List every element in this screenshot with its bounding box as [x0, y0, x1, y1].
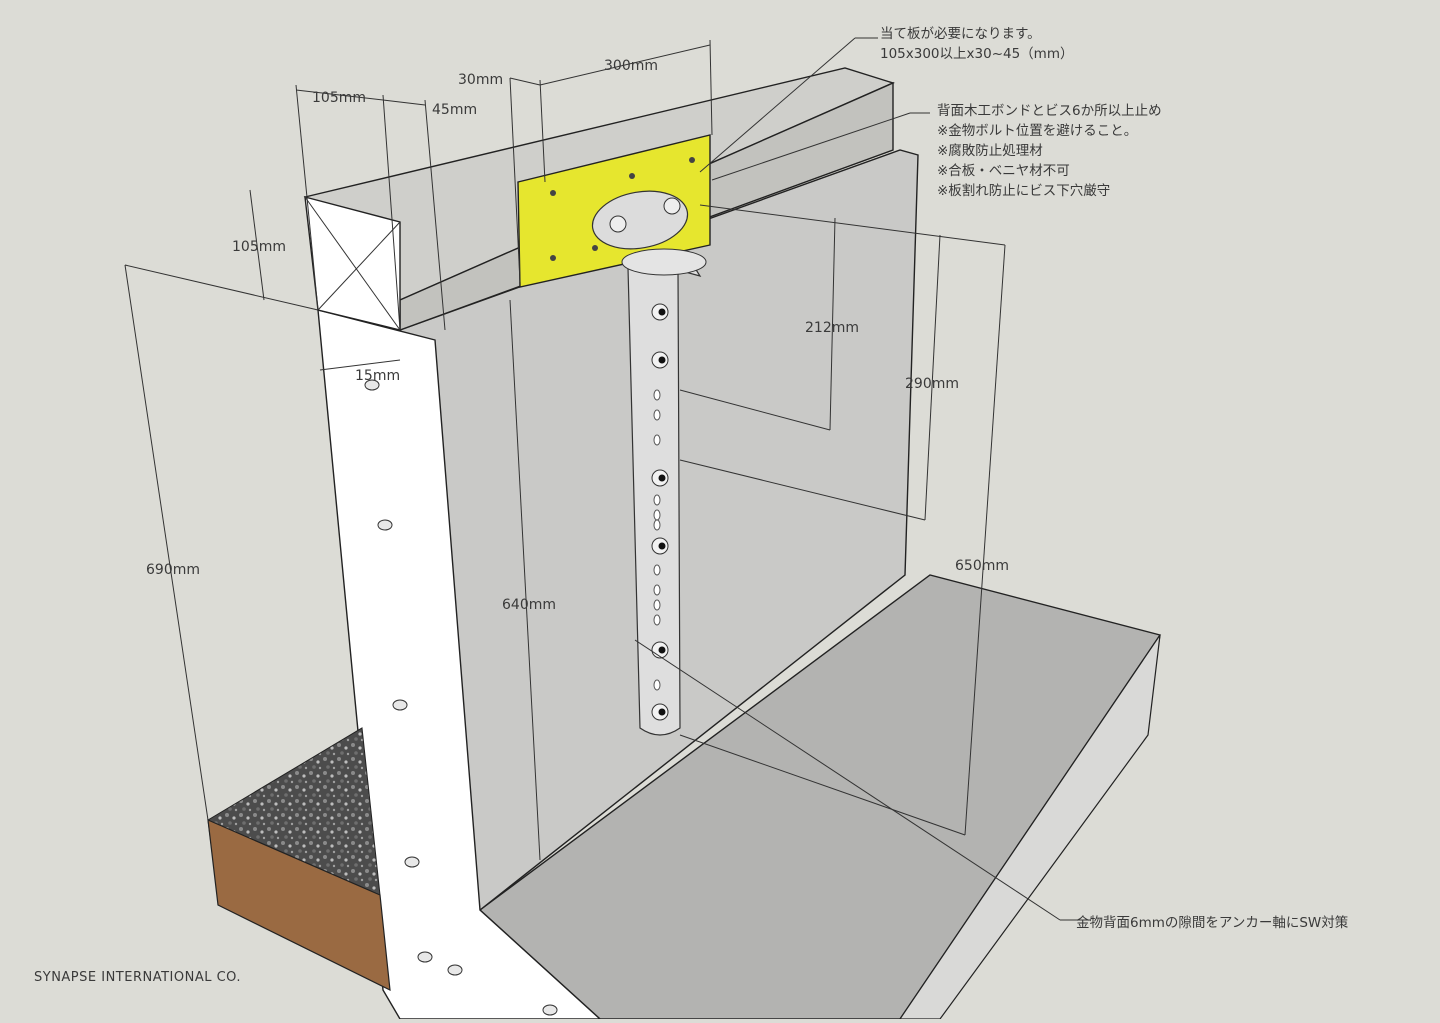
bolt-nut — [658, 542, 666, 550]
strap-hole — [653, 584, 661, 596]
dimension-lines — [124, 37, 1090, 921]
note-adhesive-line2: ※金物ボルト位置を避けること。 — [937, 123, 1137, 139]
rebar-stub — [447, 964, 463, 976]
vertical-strap — [627, 259, 702, 736]
dim-105-top: 105mm — [312, 90, 366, 106]
dim-30: 30mm — [458, 72, 503, 88]
strap-hole — [653, 409, 661, 421]
strap-hole — [653, 389, 661, 401]
screw-hole — [550, 255, 556, 261]
note-backing-line2: 105x300以上x30~45（mm） — [880, 46, 1073, 62]
rebar-stub — [404, 856, 420, 868]
dim-650: 650mm — [955, 558, 1009, 574]
note-adhesive-line4: ※合板・ベニヤ材不可 — [937, 163, 1070, 179]
screw-hole — [689, 157, 695, 163]
rebar-stub — [377, 519, 393, 531]
rebar-stub — [542, 1004, 558, 1016]
beam-section-cross-b — [317, 221, 401, 311]
dim-690: 690mm — [146, 562, 200, 578]
rebar-stub — [392, 699, 408, 711]
strap-hole — [653, 614, 661, 626]
strap-holes — [364, 379, 661, 1016]
dim-15: 15mm — [355, 368, 400, 384]
bolt-nut — [658, 646, 666, 654]
screw-hole — [550, 190, 556, 196]
strap-hole — [653, 679, 661, 691]
soil-block — [207, 819, 391, 992]
dim-212: 212mm — [805, 320, 859, 336]
strap-hole — [653, 509, 661, 521]
dim-300: 300mm — [604, 58, 658, 74]
bolt-nut — [658, 474, 666, 482]
note-adhesive-line1: 背面木工ボンドとビス6か所以上止め — [937, 103, 1162, 119]
dim-290: 290mm — [905, 376, 959, 392]
note-gap: 金物背面6mmの隙間をアンカー軸にSW対策 — [1076, 914, 1349, 931]
bolt-nut — [658, 708, 666, 716]
beam-section-cross-a — [304, 196, 401, 331]
strap-hole — [653, 519, 661, 531]
dim-105-left: 105mm — [232, 239, 286, 255]
bolt-nut — [658, 308, 666, 316]
note-adhesive-line3: ※腐敗防止処理材 — [937, 143, 1043, 159]
strap-hole — [653, 494, 661, 506]
note-backing-line1: 当て板が必要になります。 — [880, 26, 1041, 42]
rebar-stub — [364, 379, 380, 391]
bolt-nut — [658, 356, 666, 364]
dim-640: 640mm — [502, 597, 556, 613]
strap-head — [621, 248, 707, 276]
screw-hole — [592, 245, 598, 251]
strap-hole — [653, 599, 661, 611]
screw-hole — [629, 173, 635, 179]
bracket-bolt — [609, 215, 627, 233]
dim-45: 45mm — [432, 102, 477, 118]
strap-hole — [653, 434, 661, 446]
anchor-bolts — [651, 303, 669, 721]
strap-hole — [653, 564, 661, 576]
rebar-stub — [417, 951, 433, 963]
note-adhesive-line5: ※板割れ防止にビス下穴厳守 — [937, 182, 1110, 199]
company-credit: SYNAPSE INTERNATIONAL CO. — [34, 970, 241, 985]
bracket-bolt — [663, 197, 681, 215]
